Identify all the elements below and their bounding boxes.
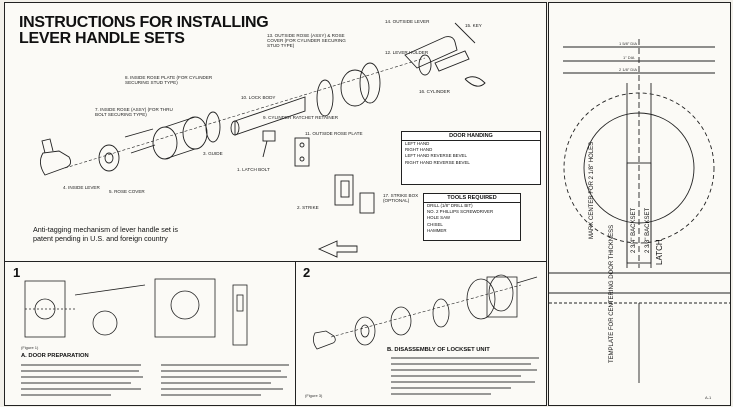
figure-3-caption: (Figure 3) bbox=[305, 393, 323, 398]
door-handing-row: Left Hand bbox=[405, 141, 430, 146]
page-title: Instructions for Installing Lever Handle… bbox=[19, 14, 269, 47]
door-preparation-drawing bbox=[24, 278, 248, 346]
label-outside-lever: 14. Outside Lever bbox=[385, 19, 430, 24]
section-1-number: 1 bbox=[13, 265, 21, 280]
section-1-heading: A. Door Preparation bbox=[21, 353, 89, 359]
tool-item: Hammer bbox=[427, 227, 447, 233]
label-outside-rose: 13. Outside Rose (Assy) & Rose Cover (fo… bbox=[267, 33, 346, 48]
tool-item: No. 2 Phillips Screwdriver bbox=[427, 209, 494, 215]
label-guide: 3. Guide bbox=[203, 151, 223, 156]
tools-required-title: Tools Required bbox=[424, 194, 520, 203]
template-bottom-text: TEMPLATE FOR CENTERING DOOR THICKNESS bbox=[609, 224, 615, 363]
label-inside-lever: 4. Inside Lever bbox=[63, 185, 100, 190]
section-2-number: 2 bbox=[303, 265, 311, 280]
template-dim-1: 1 5/8" DIA bbox=[619, 41, 638, 46]
door-handing-row: Right Hand bbox=[405, 147, 433, 153]
label-strike: 2. Strike bbox=[297, 205, 319, 210]
template-latch-label: LATCH bbox=[655, 239, 664, 265]
section-divider bbox=[295, 261, 296, 405]
door-handing-box: Door Handing Left Hand Right Hand Left H… bbox=[401, 131, 541, 185]
template-dim-3: 2 1/8" DIA bbox=[619, 67, 638, 72]
label-key: 15. Key bbox=[465, 23, 482, 28]
exploded-view-drawing bbox=[40, 22, 486, 258]
section-2-heading: B. Disassembly of Lockset Unit bbox=[387, 347, 490, 353]
label-lock-body: 10. Lock Body bbox=[241, 95, 276, 100]
label-lever-holder: 12. Lever Holder bbox=[385, 50, 429, 55]
door-handing-row: Right Hand Reverse Bevel bbox=[405, 159, 470, 165]
title-line-1: Instructions for Installing bbox=[19, 14, 269, 31]
label-retainer: 9. Cylinder Ratchet Retainer bbox=[263, 115, 339, 120]
section-2-text-lines bbox=[391, 357, 539, 395]
label-rose-cover: 5. Rose Cover bbox=[109, 189, 145, 194]
template-backset-1: 2 3/4" BACKSET bbox=[631, 207, 637, 253]
door-handing-row: Left Hand Reverse Bevel bbox=[405, 153, 467, 159]
section-divider bbox=[5, 261, 546, 262]
section-1-body bbox=[21, 362, 289, 400]
figure-1-caption: (Figure 1) bbox=[21, 345, 39, 350]
door-handing-title: Door Handing bbox=[402, 132, 540, 141]
template-dim-2: 1" DIA bbox=[623, 55, 635, 60]
drilling-template: 1 5/8" DIA 1" DIA 2 1/8" DIA 2 3/4" BACK… bbox=[548, 2, 731, 406]
anti-tagging-note: Anti-tagging mechanism of lever handle s… bbox=[33, 225, 179, 243]
label-outside-rose-plate: 11. Outside Rose Plate bbox=[305, 131, 363, 136]
page-number: A-1 bbox=[705, 395, 712, 400]
title-line-2: Lever Handle Sets bbox=[19, 30, 185, 47]
label-cylinder: 16. Cylinder bbox=[419, 89, 450, 94]
disassembly-drawing bbox=[313, 274, 538, 350]
tool-item: Hole Saw bbox=[427, 215, 451, 221]
section-1-text-lines bbox=[21, 364, 289, 396]
tool-item: Chisel bbox=[427, 221, 443, 227]
label-latch-bolt: 1. Latch Bolt bbox=[237, 167, 270, 172]
template-drawing bbox=[549, 39, 730, 383]
label-inside-rose-assy: 7. Inside Rose (Assy) (for thru bolt sec… bbox=[95, 107, 173, 117]
section-2-body bbox=[391, 355, 541, 399]
label-strike-box: 17. Strike Box (optional) bbox=[383, 193, 419, 203]
template-backset-2: 2 3/8" BACKSET bbox=[645, 207, 651, 253]
label-inside-rose-plate: 8. Inside Rose Plate (for cylinder secur… bbox=[125, 75, 213, 85]
instruction-sheet: Instructions for Installing Lever Handle… bbox=[4, 2, 547, 406]
tool-item: Drill (1/8" Drill Bit) bbox=[427, 203, 473, 208]
template-mark-center: MARK CENTER FOR 2 1/8" HOLES bbox=[589, 141, 595, 239]
tools-required-box: Tools Required Drill (1/8" Drill Bit) No… bbox=[423, 193, 521, 241]
